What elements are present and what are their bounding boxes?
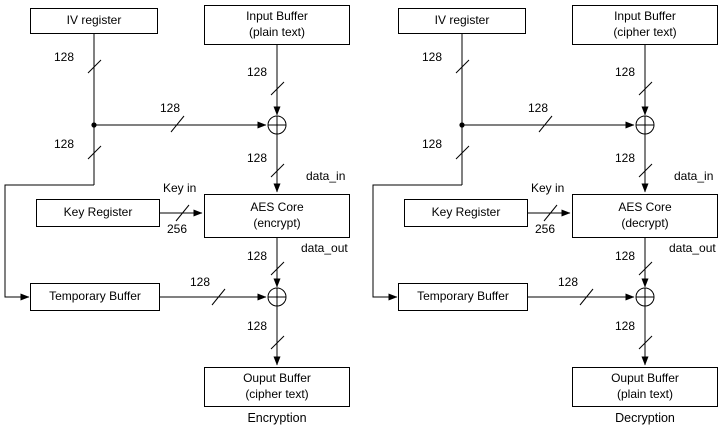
bus-width-label: 128 <box>422 50 443 64</box>
box-sublabel: (decrypt) <box>621 216 669 230</box>
xor-node <box>635 115 655 135</box>
bus-width-label: 128 <box>422 137 443 151</box>
box-label: Key Register <box>431 205 501 220</box>
bus-width-label: 128 <box>615 151 636 165</box>
iv-register-box: IV register <box>398 8 526 34</box>
input-buffer-box: Input Buffer (plain text) <box>204 5 350 45</box>
temporary-buffer-box: Temporary Buffer <box>30 283 160 311</box>
output-buffer-box: Ouput Buffer (cipher text) <box>204 367 350 407</box>
box-sublabel: (plain text) <box>248 25 306 39</box>
bus-width-slashes <box>87 59 285 350</box>
bus-width-label: 128 <box>558 275 579 289</box>
xor-node <box>635 287 655 307</box>
diagram-caption-encryption: Encryption <box>247 411 307 425</box>
bus-width-label: 128 <box>160 101 181 115</box>
output-buffer-box: Ouput Buffer (plain text) <box>572 367 718 407</box>
bus-width-label: 128 <box>615 249 636 263</box>
box-label: Ouput Buffer <box>611 371 679 386</box>
bus-width-label: 128 <box>247 249 268 263</box>
temporary-buffer-box: Temporary Buffer <box>398 283 528 311</box>
bus-width-label: 128 <box>54 50 75 64</box>
box-label: IV register <box>434 13 490 28</box>
iv-register-box: IV register <box>30 8 158 34</box>
box-label: Input Buffer <box>246 9 308 24</box>
key-register-box: Key Register <box>404 199 528 227</box>
data-out-label: data_out <box>669 241 716 255</box>
box-label: Ouput Buffer <box>243 371 311 386</box>
box-label: Temporary Buffer <box>49 289 141 304</box>
box-label: IV register <box>66 13 122 28</box>
box-label: AES Core <box>250 200 304 215</box>
data-in-label: data_in <box>674 169 714 183</box>
aes-core-box: AES Core (encrypt) <box>204 194 350 238</box>
bus-width-label: 128 <box>54 137 75 151</box>
box-label: Input Buffer <box>614 9 676 24</box>
key-register-box: Key Register <box>36 199 160 227</box>
box-sublabel: (plain text) <box>616 387 674 401</box>
bus-width-label: 128 <box>247 151 268 165</box>
diagram-caption-decryption: Decryption <box>615 411 675 425</box>
bus-width-slashes <box>455 59 653 350</box>
box-sublabel: (cipher text) <box>613 25 677 39</box>
input-buffer-box: Input Buffer (cipher text) <box>572 5 718 45</box>
bus-width-label: 128 <box>615 65 636 79</box>
bus-width-label: 128 <box>528 101 549 115</box>
xor-node <box>267 287 287 307</box>
box-sublabel: (cipher text) <box>245 387 309 401</box>
box-label: AES Core <box>618 200 672 215</box>
wire-feedback-to-temp-buffer <box>372 184 462 301</box>
data-in-label: data_in <box>306 169 346 183</box>
bus-width-label: 256 <box>535 222 556 236</box>
xor-node <box>267 115 287 135</box>
encryption-wires <box>4 34 287 366</box>
wire-feedback-to-temp-buffer <box>4 184 94 301</box>
box-sublabel: (encrypt) <box>253 216 301 230</box>
data-out-label: data_out <box>301 241 348 255</box>
bus-width-label: 128 <box>190 275 211 289</box>
bus-width-label: 128 <box>247 65 268 79</box>
bus-width-label: 256 <box>167 222 188 236</box>
bus-width-label: 128 <box>615 319 636 333</box>
box-label: Key Register <box>63 205 133 220</box>
aes-core-box: AES Core (decrypt) <box>572 194 718 238</box>
box-label: Temporary Buffer <box>417 289 509 304</box>
bus-width-label: 128 <box>247 319 268 333</box>
decryption-wires <box>372 34 655 366</box>
key-in-label: Key in <box>531 181 565 195</box>
key-in-label: Key in <box>163 181 197 195</box>
